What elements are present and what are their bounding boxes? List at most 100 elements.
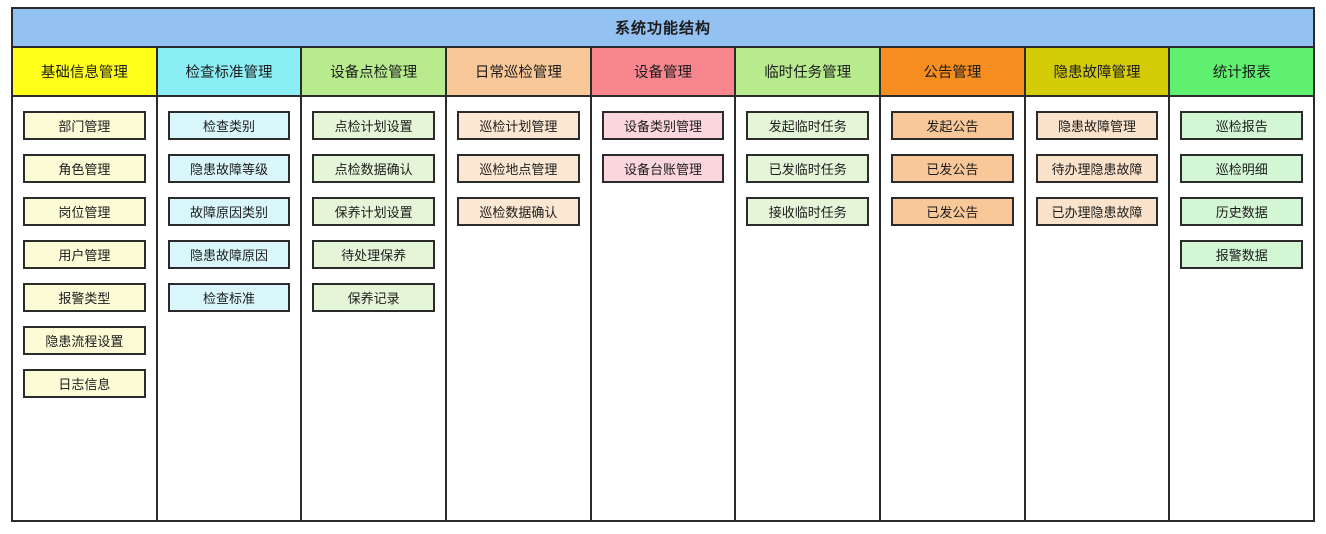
function-node-label: 角色管理 [58, 163, 111, 178]
column-body-row: 部门管理角色管理岗位管理用户管理报警类型隐患流程设置日志信息检查类别隐患故障等级… [13, 97, 1314, 520]
column-header-label: 设备管理 [634, 65, 693, 81]
function-node[interactable]: 隐患故障管理 [1035, 111, 1159, 140]
function-node-label: 隐患故障原因 [190, 249, 269, 264]
column-header-2[interactable]: 检查标准管理 [157, 48, 303, 95]
function-node[interactable]: 角色管理 [23, 154, 146, 183]
function-node-label: 点检数据确认 [334, 163, 413, 178]
column-body-7: 发起公告已发公告已发公告 [881, 97, 1026, 520]
function-node-label: 设备台账管理 [624, 163, 703, 178]
column-header-label: 基础信息管理 [40, 65, 128, 81]
function-node-label: 巡检明细 [1215, 163, 1268, 178]
function-node[interactable]: 隐患流程设置 [23, 326, 146, 355]
function-node-label: 已发公告 [926, 206, 979, 221]
function-node[interactable]: 已发公告 [891, 154, 1014, 183]
function-node[interactable]: 隐患故障等级 [167, 154, 291, 183]
column-header-9[interactable]: 统计报表 [1170, 48, 1314, 95]
column-header-3[interactable]: 设备点检管理 [302, 48, 448, 95]
function-node-label: 保养记录 [347, 292, 400, 307]
function-node-label: 日志信息 [58, 378, 111, 393]
function-node[interactable]: 用户管理 [23, 240, 146, 269]
column-body-5: 设备类别管理设备台账管理 [591, 97, 737, 520]
function-node-label: 发起公告 [926, 120, 979, 135]
column-header-1[interactable]: 基础信息管理 [13, 48, 158, 95]
function-node[interactable]: 检查标准 [167, 283, 291, 312]
function-node[interactable]: 巡检报告 [1180, 111, 1304, 140]
function-node[interactable]: 报警数据 [1180, 240, 1304, 269]
function-node-label: 隐患故障等级 [190, 163, 269, 178]
function-node-label: 巡检报告 [1215, 120, 1268, 135]
function-node-label: 发起临时任务 [768, 120, 847, 135]
column-header-label: 设备点检管理 [330, 65, 418, 81]
function-node[interactable]: 设备台账管理 [601, 154, 725, 183]
function-node[interactable]: 巡检明细 [1180, 154, 1304, 183]
function-node-label: 待处理保养 [341, 249, 407, 264]
function-node[interactable]: 待处理保养 [312, 240, 436, 269]
function-node[interactable]: 报警类型 [23, 283, 146, 312]
system-function-structure-diagram: 系统功能结构 基础信息管理 检查标准管理 设备点检管理 日常巡检管理 设备管理 临时任务管… [11, 7, 1315, 522]
function-node-label: 待办理隐患故障 [1051, 163, 1143, 178]
function-node[interactable]: 岗位管理 [23, 197, 146, 226]
diagram-title: 系统功能结构 [614, 19, 711, 37]
function-node-label: 隐患故障管理 [1058, 120, 1137, 135]
function-node[interactable]: 点检计划设置 [312, 111, 436, 140]
column-body-4: 巡检计划管理巡检地点管理巡检数据确认 [447, 97, 592, 520]
function-node-label: 检查标准 [203, 292, 256, 307]
function-node-label: 保养计划设置 [334, 206, 413, 221]
function-node[interactable]: 设备类别管理 [601, 111, 725, 140]
function-node-label: 已发公告 [926, 163, 979, 178]
function-node-label: 故障原因类别 [190, 206, 269, 221]
column-body-3: 点检计划设置点检数据确认保养计划设置待处理保养保养记录 [302, 97, 448, 520]
function-node-label: 设备类别管理 [624, 120, 703, 135]
column-header-label: 检查标准管理 [185, 65, 273, 81]
diagram-title-bar: 系统功能结构 [13, 9, 1313, 48]
function-node-label: 巡检地点管理 [479, 163, 558, 178]
column-body-8: 隐患故障管理待办理隐患故障已办理隐患故障 [1025, 97, 1171, 520]
function-node-label: 岗位管理 [58, 206, 111, 221]
column-header-row: 基础信息管理 检查标准管理 设备点检管理 日常巡检管理 设备管理 临时任务管理 公告管理 隐患… [13, 48, 1314, 97]
column-body-9: 巡检报告巡检明细历史数据报警数据 [1170, 97, 1314, 520]
column-body-1: 部门管理角色管理岗位管理用户管理报警类型隐患流程设置日志信息 [13, 97, 158, 520]
function-node-label: 检查类别 [203, 120, 256, 135]
column-header-label: 统计报表 [1212, 65, 1271, 81]
function-node-label: 部门管理 [58, 120, 111, 135]
function-node[interactable]: 保养记录 [312, 283, 436, 312]
function-node[interactable]: 历史数据 [1180, 197, 1304, 226]
function-node-label: 巡检数据确认 [479, 206, 558, 221]
function-node[interactable]: 已发临时任务 [746, 154, 870, 183]
column-body-2: 检查类别隐患故障等级故障原因类别隐患故障原因检查标准 [157, 97, 303, 520]
function-node[interactable]: 已发公告 [891, 197, 1014, 226]
function-node-label: 用户管理 [58, 249, 111, 264]
function-node[interactable]: 巡检计划管理 [457, 111, 580, 140]
function-node-label: 报警数据 [1215, 249, 1268, 264]
function-node-label: 报警类型 [58, 292, 111, 307]
column-header-label: 隐患故障管理 [1053, 65, 1141, 81]
function-node-label: 历史数据 [1215, 206, 1268, 221]
function-node-label: 点检计划设置 [334, 120, 413, 135]
function-node-label: 已办理隐患故障 [1051, 206, 1143, 221]
function-node[interactable]: 部门管理 [23, 111, 146, 140]
column-header-label: 临时任务管理 [764, 65, 852, 81]
column-body-6: 发起临时任务已发临时任务接收临时任务 [736, 97, 882, 520]
function-node[interactable]: 保养计划设置 [312, 197, 436, 226]
function-node[interactable]: 发起临时任务 [746, 111, 870, 140]
function-node[interactable]: 故障原因类别 [167, 197, 291, 226]
column-header-5[interactable]: 设备管理 [591, 48, 737, 95]
function-node[interactable]: 接收临时任务 [746, 197, 870, 226]
column-header-7[interactable]: 公告管理 [881, 48, 1026, 95]
column-header-4[interactable]: 日常巡检管理 [447, 48, 592, 95]
function-node[interactable]: 点检数据确认 [312, 154, 436, 183]
function-node[interactable]: 巡检数据确认 [457, 197, 580, 226]
column-header-label: 公告管理 [923, 65, 982, 81]
function-node[interactable]: 日志信息 [23, 369, 146, 398]
function-node-label: 巡检计划管理 [479, 120, 558, 135]
function-node[interactable]: 隐患故障原因 [167, 240, 291, 269]
function-node[interactable]: 巡检地点管理 [457, 154, 580, 183]
column-header-6[interactable]: 临时任务管理 [736, 48, 882, 95]
function-node[interactable]: 已办理隐患故障 [1035, 197, 1159, 226]
function-node-label: 接收临时任务 [768, 206, 847, 221]
function-node[interactable]: 发起公告 [891, 111, 1014, 140]
function-node[interactable]: 检查类别 [167, 111, 291, 140]
function-node[interactable]: 待办理隐患故障 [1035, 154, 1159, 183]
column-header-8[interactable]: 隐患故障管理 [1025, 48, 1171, 95]
function-node-label: 已发临时任务 [768, 163, 847, 178]
